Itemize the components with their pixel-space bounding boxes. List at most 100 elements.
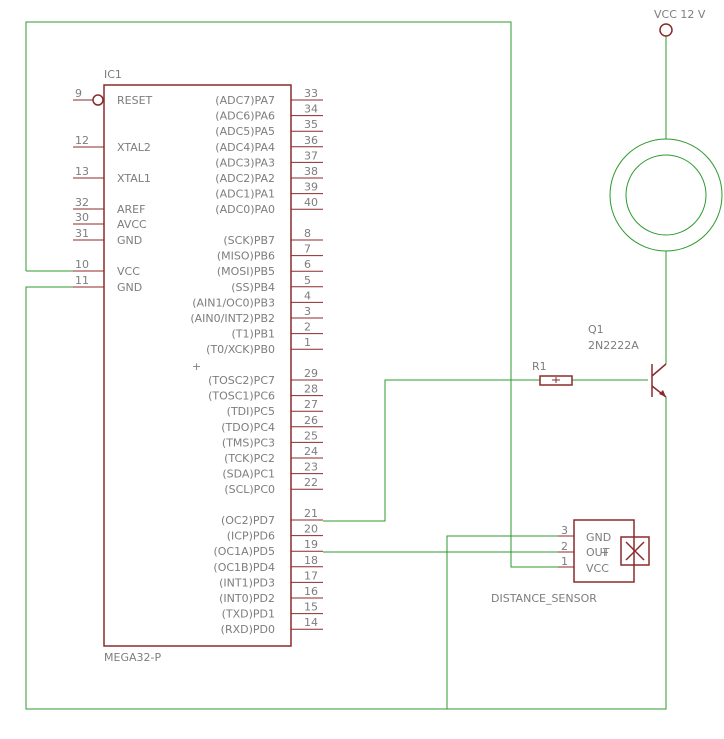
- ic-right-pin-number: 34: [304, 103, 318, 116]
- ic-right-pin-name: (TOSC2)PC7: [208, 374, 275, 387]
- ic-right-pin-number: 37: [304, 149, 318, 162]
- ic-left-pin-number: 32: [75, 196, 89, 209]
- transistor-value: 2N2222A: [588, 339, 639, 352]
- ic-right-pin-name: (TCK)PC2: [224, 452, 275, 465]
- ic-right-pin-name: (AIN0/INT2)PB2: [190, 312, 275, 325]
- ic-right-pin-name: (SS)PB4: [231, 281, 275, 294]
- ic-left-pin-name: AREF: [117, 203, 145, 216]
- ic-right-pin-name: (ADC0)PA0: [215, 203, 275, 216]
- ic-left-pin-name: GND: [117, 281, 142, 294]
- sensor-pin-num-3: 3: [561, 524, 568, 537]
- ic-left-pin-number: 13: [75, 165, 89, 178]
- ic-left-pin-number: 10: [75, 258, 89, 271]
- sensor-name: DISTANCE_SENSOR: [491, 592, 597, 605]
- ic-right-pin-name: (MOSI)PB5: [217, 265, 275, 278]
- sensor-pin-name-gnd: GND: [586, 531, 611, 544]
- buzzer-inner-ring-icon: [625, 154, 707, 236]
- ic-right-pins: 33 (ADC7)PA7 34 (ADC6)PA6 35 (ADC5)PA5 3 6 (ADC4…: [190, 87, 323, 636]
- ic-right-pin-number: 23: [304, 461, 318, 474]
- ic-right-pin-number: 40: [304, 196, 318, 209]
- ic-left-pin-number: 12: [75, 134, 89, 147]
- buzzer: [609, 138, 723, 252]
- vcc-12v-supply: VCC 12 V: [654, 8, 706, 37]
- reset-inversion-bubble-icon: [92, 94, 104, 106]
- ic-right-pin-name: (RXD)PD0: [221, 623, 275, 636]
- ic-ref: IC1: [104, 68, 122, 81]
- sensor-pin-name-vcc: VCC: [586, 562, 609, 575]
- ic-right-pin-number: 26: [304, 414, 318, 427]
- ic-right-pin-name: (MISO)PB6: [217, 250, 275, 263]
- ic-right-pin-number: 35: [304, 118, 318, 131]
- sensor-element-icon: [620, 536, 650, 566]
- ic-left-pin-name: XTAL1: [117, 172, 151, 185]
- ic-left-pin-name: AVCC: [117, 218, 147, 231]
- supply-label: VCC 12 V: [654, 8, 706, 21]
- ic-right-pin-number: 8: [304, 227, 311, 240]
- ic-right-pin-number: 24: [304, 445, 318, 458]
- ic-left-pin-number: 11: [75, 274, 89, 287]
- ic-right-pin-name: (ADC1)PA1: [215, 188, 275, 201]
- ic-right-pin-number: 22: [304, 476, 318, 489]
- sensor-origin-mark: +: [600, 546, 609, 559]
- wire-gnd-net: [25, 286, 667, 710]
- ic-origin-mark: +: [192, 360, 201, 373]
- ic-right-pin-name: (OC1B)PD4: [213, 561, 275, 574]
- ic-right-pin-number: 6: [304, 258, 311, 271]
- ic-right-pin-name: (OC2)PD7: [221, 514, 275, 527]
- transistor-q1: Q1 2N2222A: [588, 323, 667, 398]
- ic-body: [103, 84, 292, 647]
- ic-right-pin-name: (ADC3)PA3: [215, 156, 275, 169]
- ic-right-pin-number: 16: [304, 585, 318, 598]
- ic-right-pin-number: 5: [304, 274, 311, 287]
- ic-right-pin-name: (OC1A)PD5: [213, 545, 275, 558]
- ic-left-pin-name: VCC: [117, 265, 140, 278]
- supply-terminal-icon: [659, 23, 673, 37]
- ic-right-pin-name: (SCL)PC0: [224, 483, 275, 496]
- transistor-emitter-arrow-icon: [659, 390, 666, 397]
- wire-sensor-gnd: [446, 535, 558, 709]
- ic-right-pin-name: (T1)PB1: [232, 328, 275, 341]
- transistor-ref: Q1: [588, 323, 604, 336]
- ic-right-pin-name: (ADC4)PA4: [215, 141, 275, 154]
- ic-right-pin-name: (AIN1/OC0)PB3: [192, 296, 275, 309]
- wires: [25, 21, 667, 710]
- ic-right-pin-number: 4: [304, 289, 311, 302]
- ic-right-pin-name: (SDA)PC1: [222, 468, 275, 481]
- ic-right-pin-name: (T0/XCK)PB0: [206, 343, 275, 356]
- ic-right-pin-name: (TXD)PD1: [222, 608, 275, 621]
- ic-right-pin-name: (TMS)PC3: [222, 436, 275, 449]
- ic-left-pin-number: 9: [75, 87, 82, 100]
- ic-right-pin-number: 17: [304, 569, 318, 582]
- wire-vcc-net: [25, 21, 558, 568]
- ic-right-pin-name: (ADC5)PA5: [215, 125, 275, 138]
- ic-right-pin-number: 1: [304, 336, 311, 349]
- ic-left-pins: 9RESET12XTAL213XTAL132AREF30AVCC31GND10V…: [73, 87, 153, 294]
- ic-right-pin-number: 3: [304, 305, 311, 318]
- resistor-ref: R1: [532, 360, 547, 373]
- ic-right-pin-name: (ADC2)PA2: [215, 172, 275, 185]
- ic-right-pin-number: 38: [304, 165, 318, 178]
- ic-right-pin-name: (ADC6)PA6: [215, 110, 275, 123]
- ic-right-pin-number: 33: [304, 87, 318, 100]
- ic-right-pin-name: (ADC7)PA7: [215, 94, 275, 107]
- ic-right-pin-number: 21: [304, 507, 318, 520]
- ic-right-pin-number: 25: [304, 429, 318, 442]
- sensor-cross-b: [625, 541, 645, 561]
- ic-left-pin-name: RESET: [117, 94, 153, 107]
- ic-right-pin-number: 29: [304, 367, 318, 380]
- ic-right-pin-number: 18: [304, 554, 318, 567]
- ic-right-pin-number: 19: [304, 538, 318, 551]
- ic-right-pin-name: (TOSC1)PC6: [208, 390, 275, 403]
- ic-right-pin-number: 15: [304, 601, 318, 614]
- ic-right-pin-number: 27: [304, 398, 318, 411]
- wire-pd7-r1: [323, 379, 540, 522]
- ic-right-pin-number: 20: [304, 523, 318, 536]
- resistor-body-icon: [539, 375, 573, 386]
- ic-right-pin-number: 14: [304, 616, 318, 629]
- ic-right-pin-number: 2: [304, 321, 311, 334]
- ic-right-pin-name: (INT1)PD3: [219, 576, 275, 589]
- ic-left-pin-number: 31: [75, 227, 89, 240]
- microcontroller-ic1: IC1 MEGA32-P + 9RESET12XTAL213XTAL132ARE…: [73, 68, 323, 664]
- ic-right-pin-name: (INT0)PD2: [219, 592, 275, 605]
